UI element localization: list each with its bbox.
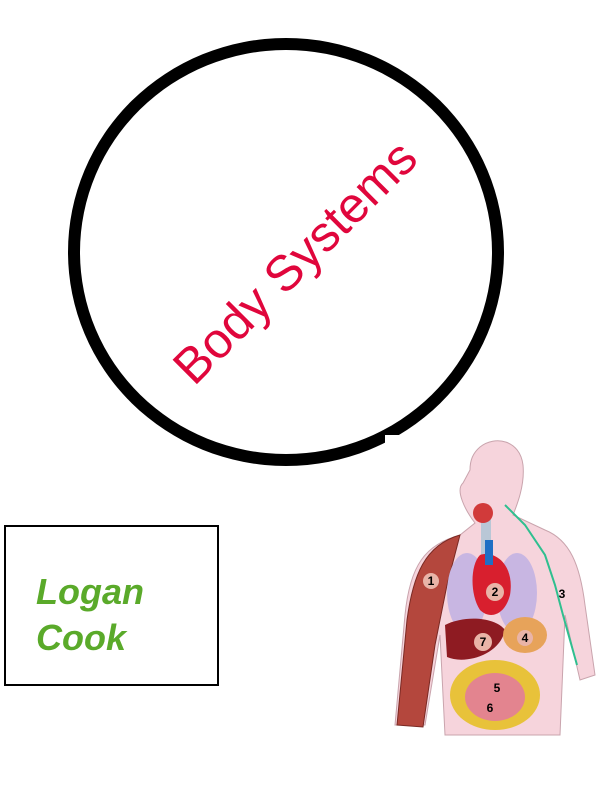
author-name: Logan Cook [36,569,144,661]
marker-2 [486,583,504,601]
marker-1 [423,573,439,589]
body-systems-illustration: 1 2 3 4 5 6 7 [385,435,609,740]
marker-label-6: 6 [487,701,494,715]
marker-label-4: 4 [522,631,529,645]
marker-label-3: 3 [559,587,566,601]
marker-label-2: 2 [492,585,499,599]
marker-label-5: 5 [494,681,501,695]
marker-label-7: 7 [480,635,487,649]
marker-label-1: 1 [428,574,435,588]
marker-7 [474,633,492,651]
marker-4 [517,630,533,646]
author-box: Logan Cook [4,525,219,686]
author-first-name: Logan [36,571,144,612]
author-last-name: Cook [36,617,126,658]
